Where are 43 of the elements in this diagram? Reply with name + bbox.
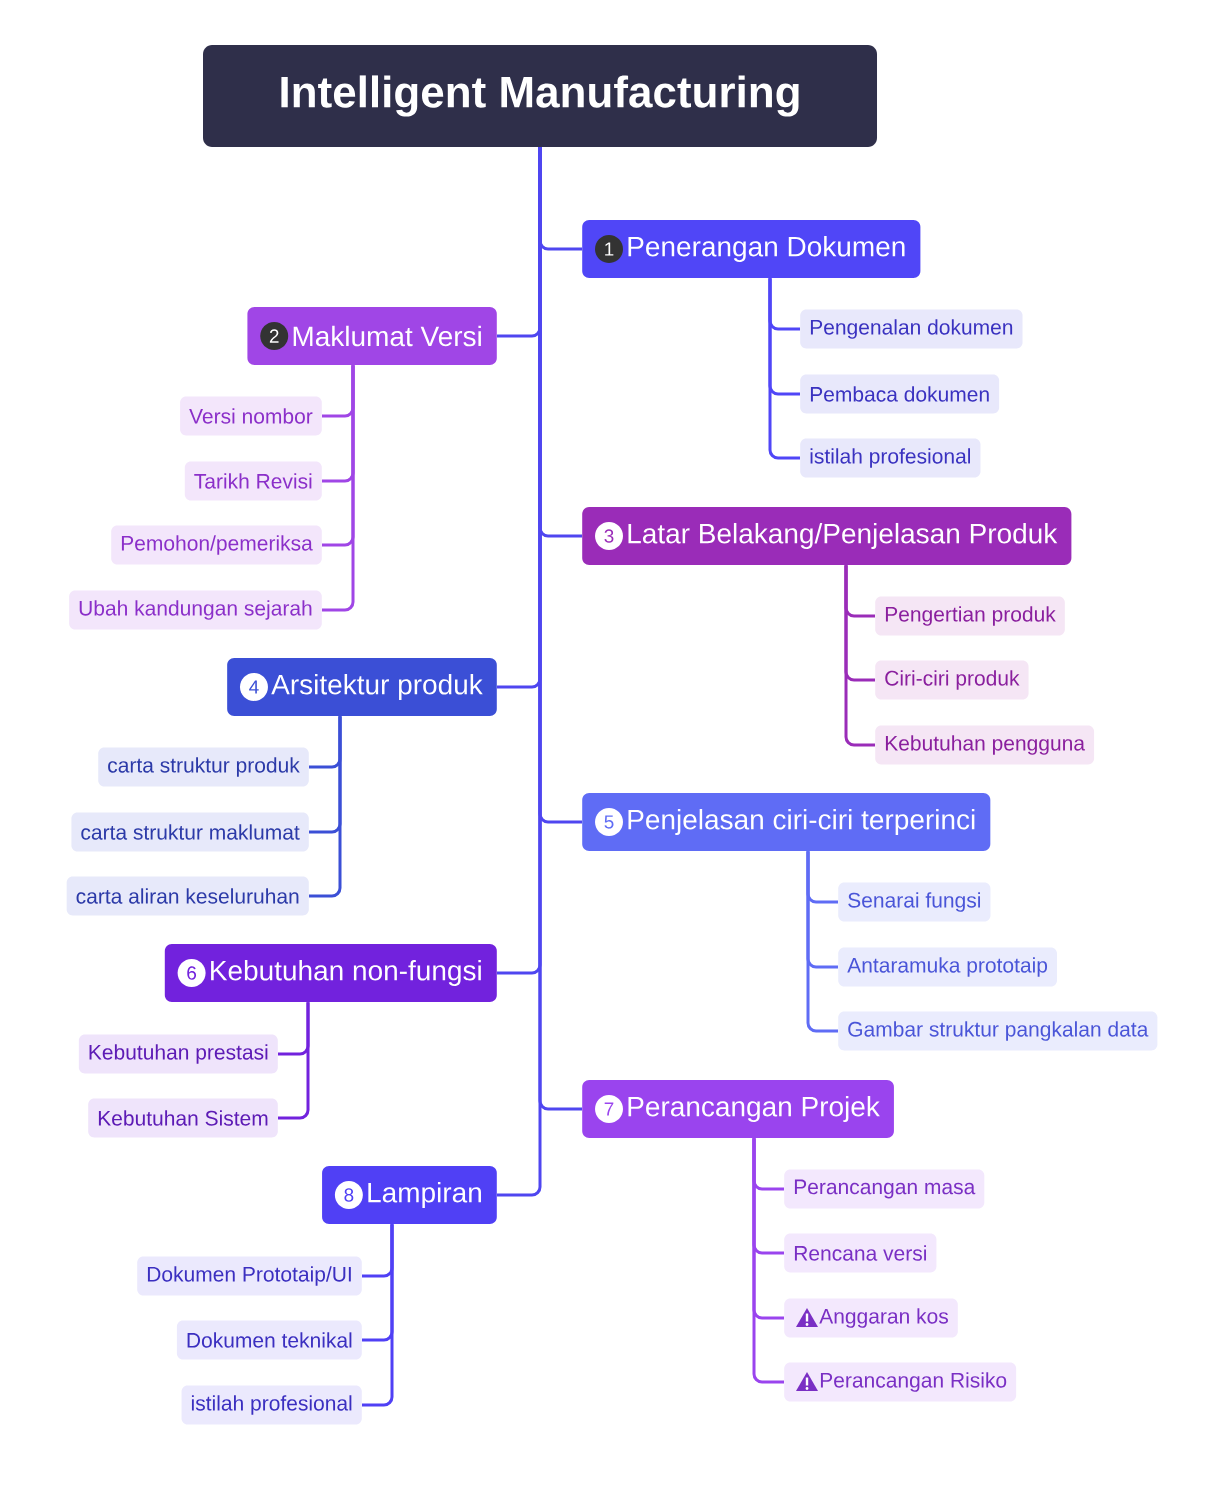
number-badge: 7 [595,1095,623,1123]
number-badge: 3 [595,522,623,550]
topic-box: Kebutuhan pengguna [875,725,1095,765]
topic-box: Rencana versi [784,1233,937,1273]
connector [322,365,355,612]
topic-box: Senarai fungsi [838,882,991,922]
topic-box: Pemohon/pemeriksa [111,525,322,565]
topic-box: Antaramuka prototaip [838,947,1057,987]
number-badge: 4 [239,673,268,701]
topic-box: Kebutuhan prestasi [78,1034,278,1074]
topic-box: Pembaca dokumen [800,374,1000,414]
topic-box: Versi nombor [180,396,322,436]
number-badge: 2 [260,322,289,350]
topic-box: istilah profesional [181,1385,362,1425]
connector [362,1224,394,1407]
topic-box: Ubah kandungan sejarah [69,590,322,630]
connector [497,147,542,1197]
number-badge: 1 [595,235,623,263]
topic-box: Ciri-ciri produk [875,660,1029,700]
topic-box: Anggaran kos [784,1298,958,1338]
number-badge: 8 [334,1181,363,1209]
topic-box: carta aliran keseluruhan [66,876,309,916]
topic-box: Tarikh Revisi [184,461,322,501]
topic-box: Dokumen teknikal [176,1320,362,1360]
topic-box: istilah profesional [800,438,981,478]
topic-box: Pengertian produk [875,596,1065,636]
connector [844,565,875,747]
connector [309,716,342,898]
connector [278,1002,310,1120]
topic-box: Dokumen Prototaip/UI [137,1256,362,1296]
connector [752,1138,784,1384]
topic-box: Pengenalan dokumen [800,309,1023,349]
topic-box: Perancangan masa [784,1169,985,1209]
number-badge: 6 [177,959,206,987]
topic-box: Gambar struktur pangkalan data [838,1011,1158,1051]
connector [768,278,800,460]
connector [806,851,838,1033]
topic-box: carta struktur produk [98,747,309,787]
number-badge: 5 [595,808,623,836]
topic-box: Perancangan Risiko [784,1362,1017,1402]
topic-box: Kebutuhan Sistem [88,1098,278,1138]
title-box: Intelligent Manufacturing [203,45,877,147]
topic-box: carta struktur maklumat [71,812,309,852]
